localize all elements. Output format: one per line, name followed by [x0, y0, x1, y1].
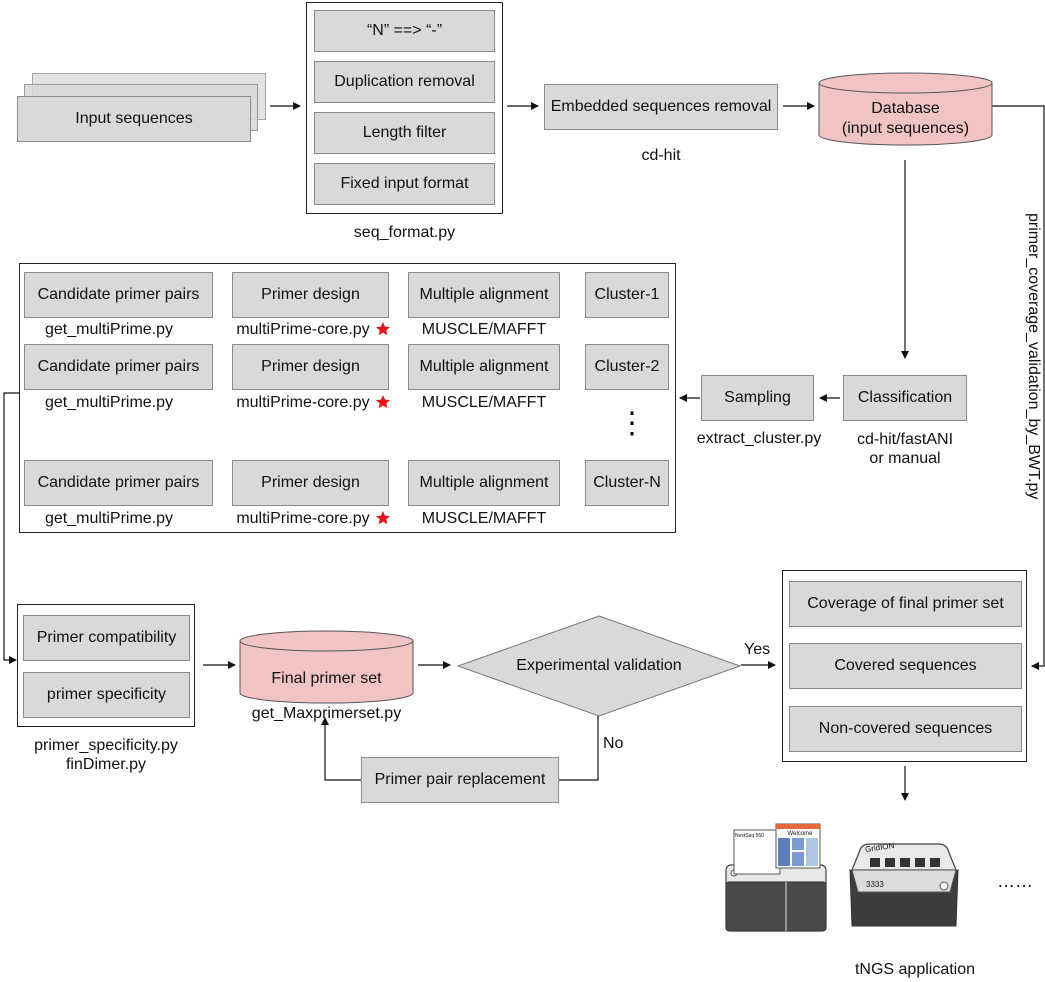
final-primer-set-label: Final primer set — [271, 670, 382, 687]
format-step-length: Length filter — [314, 112, 495, 154]
design-1-script: multiPrime-core.py — [236, 321, 370, 338]
alignment-n-box: Multiple alignment — [408, 460, 560, 506]
pairs-1-box: Candidate primer pairs — [24, 272, 213, 318]
format-step-n-to-dash: “N” ==> “-” — [314, 10, 495, 52]
nextseq-model-label: NextSeq 550 — [735, 833, 764, 839]
no-label: No — [603, 735, 624, 752]
design-n-box: Primer design — [232, 460, 389, 506]
non-covered-sequences-box: Non-covered sequences — [789, 706, 1022, 752]
format-step-duplication: Duplication removal — [314, 61, 495, 103]
final-primer-set-cylinder: Final primer set — [239, 630, 414, 704]
design-2-script: multiPrime-core.py — [236, 394, 370, 411]
pairs-2-script: get_multiPrime.py — [44, 394, 174, 411]
input-sequences-box: Input sequences — [17, 96, 251, 142]
arrow-replacement-to-final — [321, 717, 361, 781]
pairs-1-script: get_multiPrime.py — [44, 321, 174, 338]
cluster-2-box: Cluster-2 — [585, 344, 669, 390]
covered-sequences-box: Covered sequences — [789, 643, 1022, 689]
pairs-n-box: Candidate primer pairs — [24, 460, 213, 506]
bwt-validation-label: primer_coverage_validation_by_BWT.py — [1025, 213, 1042, 500]
alignment-n-tool: MUSCLE/MAFFT — [421, 510, 547, 527]
star-icon — [376, 395, 390, 409]
classification-box: Classification — [843, 375, 967, 421]
nextseq-sequencer-icon — [725, 823, 827, 932]
embedded-removal-box: Embedded sequences removal — [544, 84, 778, 130]
experimental-validation-diamond — [457, 615, 741, 717]
design-2-box: Primer design — [232, 344, 389, 390]
design-n-script: multiPrime-core.py — [236, 510, 370, 527]
yes-label: Yes — [744, 641, 771, 658]
more-sequencers-ellipsis: …… — [997, 871, 1033, 891]
database-title: Database — [871, 100, 940, 117]
gridion-code-label: 3333 — [866, 880, 884, 889]
coverage-final-set-box: Coverage of final primer set — [789, 581, 1022, 627]
input-sequences-label: Input sequences — [75, 110, 193, 127]
database-cylinder: Database (input sequences) — [818, 72, 993, 146]
sampling-script: extract_cluster.py — [696, 430, 822, 447]
cluster-ellipsis: ⋮ — [617, 407, 647, 440]
seq-format-script: seq_format.py — [353, 224, 456, 241]
line-validation-no — [559, 716, 599, 781]
gridion-sequencer-icon — [849, 843, 959, 927]
alignment-1-tool: MUSCLE/MAFFT — [421, 321, 547, 338]
experimental-validation-label: Experimental validation — [516, 657, 682, 674]
embedded-tool: cd-hit — [641, 147, 681, 164]
alignment-1-box: Multiple alignment — [408, 272, 560, 318]
compat-scripts: primer_specificity.py finDimer.py — [34, 737, 178, 773]
format-step-fixed: Fixed input format — [314, 163, 495, 205]
database-subtitle: (input sequences) — [841, 120, 970, 137]
line-database-to-coverage — [992, 105, 1045, 670]
cluster-n-box: Cluster-N — [585, 460, 669, 506]
line-clusters-to-compat — [3, 392, 19, 664]
cluster-1-box: Cluster-1 — [585, 272, 669, 318]
tngs-application-label: tNGS application — [854, 961, 976, 978]
design-1-box: Primer design — [232, 272, 389, 318]
pairs-2-box: Candidate primer pairs — [24, 344, 213, 390]
final-primer-set-script: get_Maxprimerset.py — [251, 705, 402, 722]
primer-pair-replacement-box: Primer pair replacement — [361, 757, 559, 803]
sampling-box: Sampling — [701, 375, 814, 421]
star-icon — [376, 322, 390, 336]
classification-tool: cd-hit/fastANI or manual — [856, 431, 954, 467]
alignment-2-tool: MUSCLE/MAFFT — [421, 394, 547, 411]
pairs-n-script: get_multiPrime.py — [44, 510, 174, 527]
nextseq-screen-text: Welcome — [787, 831, 813, 837]
alignment-2-box: Multiple alignment — [408, 344, 560, 390]
star-icon — [376, 511, 390, 525]
primer-compatibility-box: Primer compatibility — [23, 615, 190, 661]
primer-specificity-box: primer specificity — [23, 672, 190, 718]
